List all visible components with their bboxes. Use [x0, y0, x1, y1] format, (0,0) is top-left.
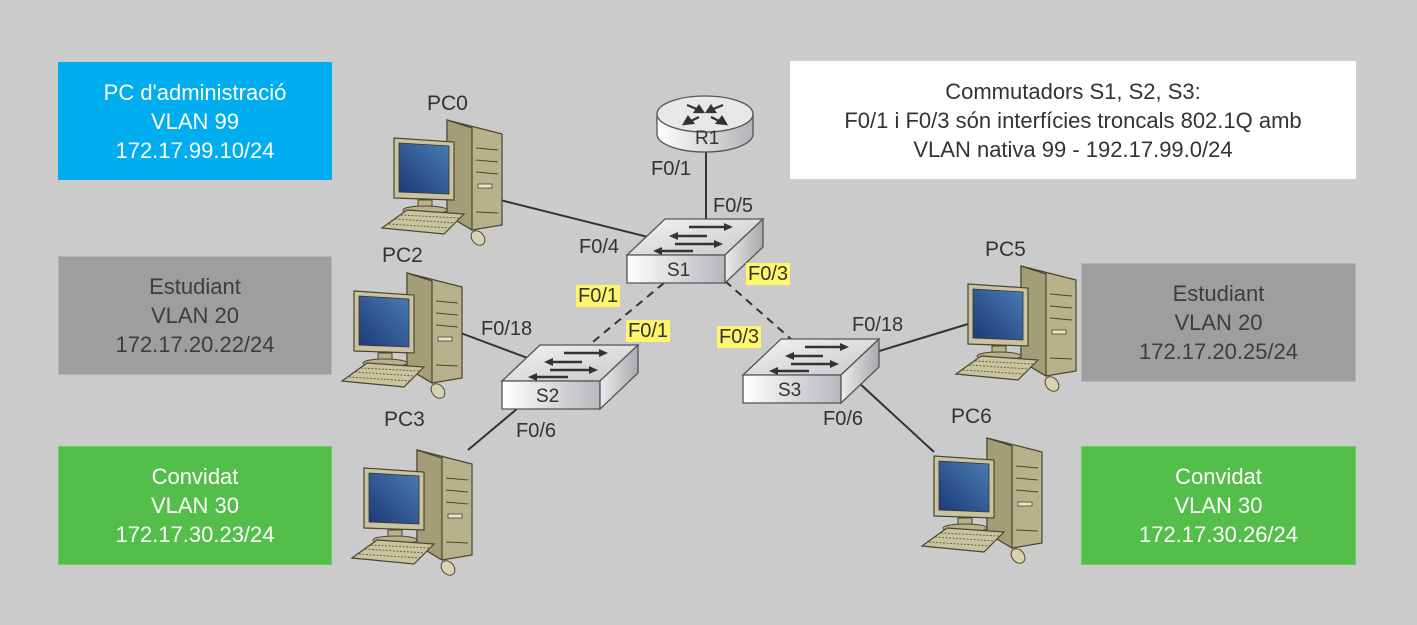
switch-s3-icon[interactable] [741, 337, 881, 405]
switch-s1-label: S1 [667, 260, 691, 281]
note-line-3: VLAN nativa 99 - 192.17.99.0/24 [913, 136, 1233, 162]
pc0-label: PC0 [427, 92, 468, 115]
trunk-s1-s2 [587, 282, 665, 347]
port-label-s3-f18: F0/18 [852, 314, 904, 336]
trunk-note-box: Commutadors S1, S2, S3: F0/1 i F0/3 són … [790, 61, 1356, 179]
switch-s1-icon[interactable] [625, 217, 765, 285]
student-vlan-box-right: Estudiant VLAN 20 172.17.20.25/24 [1081, 263, 1356, 382]
link-pc6-s3 [857, 381, 935, 453]
student-right-vlan: VLAN 20 [1174, 310, 1263, 335]
port-label-s1-f05: F0/5 [713, 195, 754, 217]
port-label-s2-f18: F0/18 [481, 318, 533, 340]
pc5-icon[interactable] [955, 265, 1077, 395]
link-pc3-s2 [467, 407, 519, 451]
port-label-s1-f03: F0/3 [746, 263, 791, 285]
port-label-s2-f01: F0/1 [626, 320, 671, 342]
switch-s3-label: S3 [778, 380, 802, 401]
port-label-r1-f01: F0/1 [651, 158, 692, 180]
guest-vlan-box-left: Convidat VLAN 30 172.17.30.23/24 [58, 446, 332, 565]
guest-left-ip: 172.17.30.23/24 [115, 522, 275, 547]
guest-left-vlan: VLAN 30 [150, 493, 240, 518]
router-icon[interactable] [656, 95, 754, 153]
admin-box-ip: 172.17.99.10/24 [115, 137, 275, 163]
guest-vlan-box-right: Convidat VLAN 30 172.17.30.26/24 [1081, 446, 1356, 565]
note-line-2: F0/1 i F0/3 són interfícies troncals 802… [844, 107, 1302, 133]
port-label-s3-f06: F0/6 [823, 408, 864, 430]
pc2-label: PC2 [382, 244, 423, 267]
pc3-label: PC3 [384, 408, 425, 431]
pc6-label: PC6 [951, 405, 992, 428]
pc2-icon[interactable] [341, 272, 463, 402]
link-pc0-s1 [499, 199, 653, 239]
student-right-ip: 172.17.20.25/24 [1138, 339, 1299, 364]
pc0-icon[interactable] [381, 119, 503, 249]
pc5-label: PC5 [985, 238, 1026, 261]
pc3-icon[interactable] [351, 449, 473, 579]
student-vlan-box-left: Estudiant VLAN 20 172.17.20.22/24 [58, 256, 332, 375]
port-label-s3-f03: F0/3 [717, 326, 762, 348]
port-label-s1-f01: F0/1 [576, 285, 621, 307]
student-left-ip: 172.17.20.22/24 [115, 332, 275, 357]
router-label: R1 [695, 128, 720, 149]
trunk-s1-s3 [724, 280, 792, 340]
note-line-1: Commutadors S1, S2, S3: [945, 78, 1201, 104]
port-label-s1-f04: F0/4 [579, 236, 620, 258]
student-left-vlan: VLAN 20 [150, 303, 240, 328]
switch-s2-icon[interactable] [500, 343, 640, 411]
switch-s2-label: S2 [536, 386, 560, 407]
student-left-title: Estudiant [149, 274, 241, 299]
admin-box-title: PC d'administració [103, 79, 287, 105]
link-pc5-s3 [875, 323, 969, 353]
admin-vlan-box: PC d'administració VLAN 99 172.17.99.10/… [58, 62, 332, 180]
link-pc2-s2 [457, 331, 534, 361]
guest-left-title: Convidat [151, 464, 239, 489]
guest-right-vlan: VLAN 30 [1174, 493, 1263, 518]
guest-right-title: Convidat [1175, 464, 1262, 489]
admin-box-vlan: VLAN 99 [150, 108, 240, 134]
student-right-title: Estudiant [1172, 281, 1265, 306]
guest-right-ip: 172.17.30.26/24 [1138, 522, 1299, 547]
port-label-s2-f06: F0/6 [516, 420, 557, 442]
pc6-icon[interactable] [921, 437, 1043, 567]
